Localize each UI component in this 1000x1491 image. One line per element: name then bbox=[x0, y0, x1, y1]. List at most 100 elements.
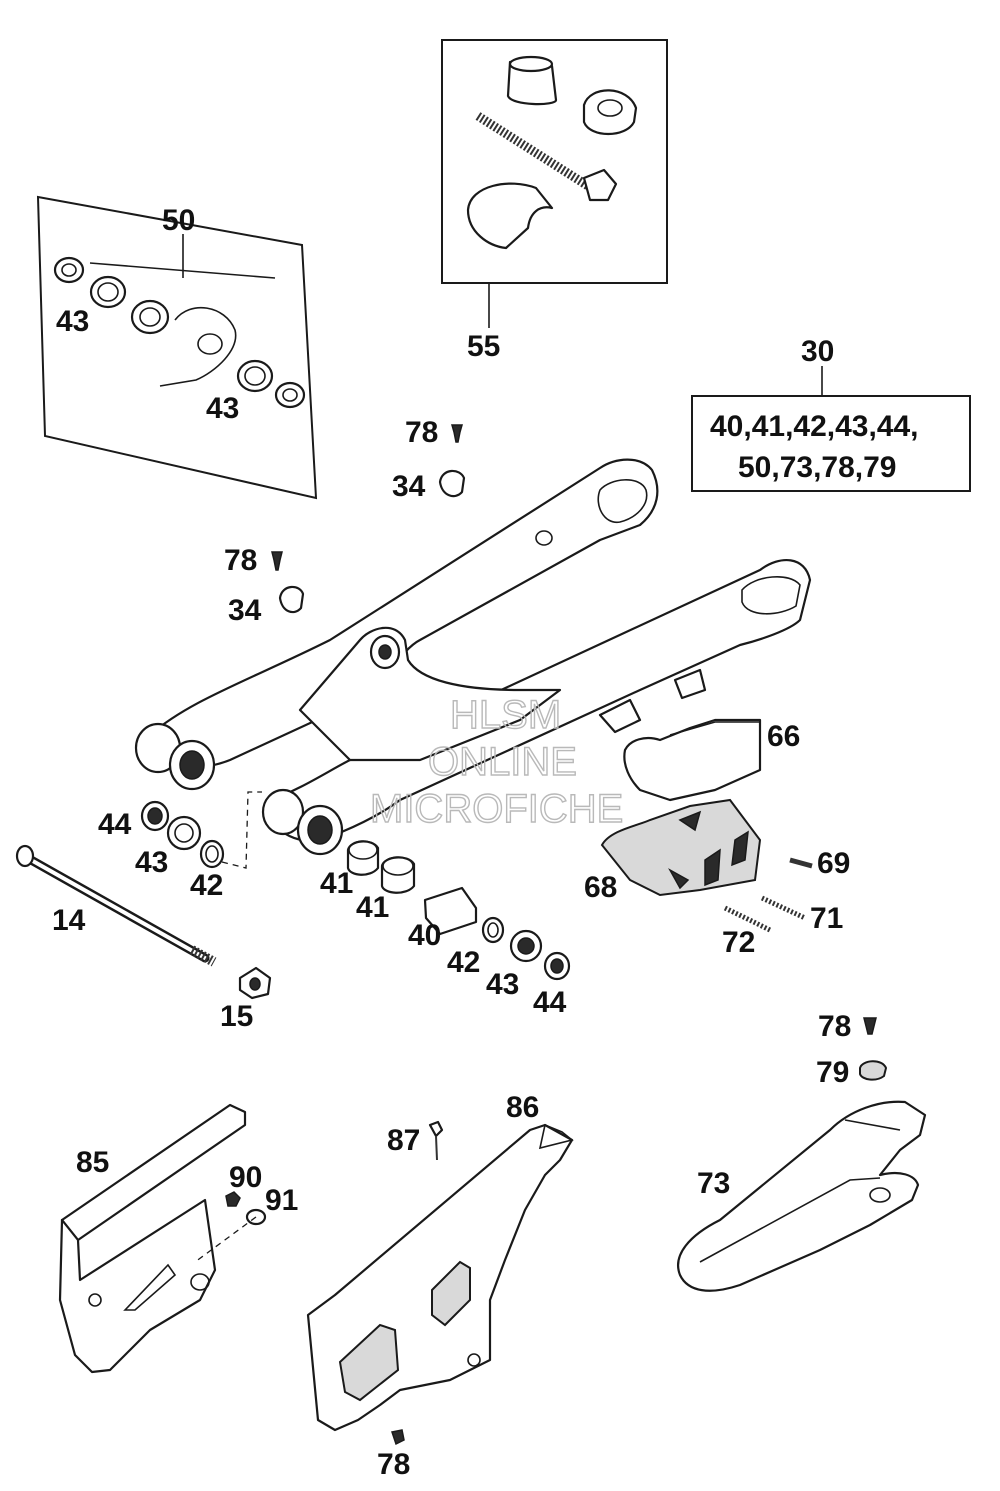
chain-slider-group: 78 79 73 bbox=[677, 1010, 927, 1292]
chain-guard-slot bbox=[123, 1263, 177, 1311]
label-71: 71 bbox=[810, 902, 843, 935]
guide-tab bbox=[673, 668, 707, 700]
bearing-part bbox=[236, 359, 274, 393]
rivet-87-pin bbox=[435, 1135, 438, 1161]
kit-50-group: 50 43 43 bbox=[36, 195, 318, 500]
axle-slot-right bbox=[741, 575, 801, 615]
kit-50-box bbox=[36, 195, 318, 500]
plate-cutout bbox=[704, 848, 721, 887]
chain-guard-hole bbox=[190, 1273, 210, 1291]
nut-15-bore bbox=[249, 977, 261, 991]
chain-guide-block bbox=[623, 718, 762, 802]
pivot-bore bbox=[197, 333, 223, 355]
bearing-43 bbox=[166, 815, 202, 851]
chain-guard-cutout bbox=[431, 1260, 471, 1327]
swingarm bbox=[134, 458, 812, 856]
pivot-bore-left bbox=[179, 750, 205, 780]
seal-44-bore bbox=[147, 807, 163, 825]
washer-42-bore bbox=[205, 845, 219, 863]
pivot-axle-group: 14 15 bbox=[15, 844, 272, 1033]
bolt-72 bbox=[723, 905, 772, 933]
swingarm-left-arm bbox=[148, 458, 659, 768]
label-15: 15 bbox=[220, 1000, 253, 1033]
chain-slider-groove bbox=[699, 1177, 881, 1263]
bolt-shank bbox=[475, 112, 591, 190]
seal-bore bbox=[61, 263, 77, 277]
sleeve-40 bbox=[423, 886, 478, 936]
label-43: 43 bbox=[206, 392, 239, 425]
label-44: 44 bbox=[98, 808, 132, 841]
kit-30-line-2: 50,73,78,79 bbox=[738, 451, 896, 484]
chain-guide-hole bbox=[535, 530, 553, 546]
washer-42 bbox=[199, 839, 225, 869]
pivot-bore-right bbox=[307, 815, 333, 845]
label-14: 14 bbox=[52, 904, 86, 937]
bushing-top bbox=[508, 55, 554, 73]
label-43: 43 bbox=[486, 968, 519, 1001]
watermark-line-3: MICROFICHE bbox=[370, 787, 623, 831]
bearing-part bbox=[130, 299, 170, 335]
needle-bearing-41-top bbox=[348, 840, 378, 860]
label-78: 78 bbox=[224, 544, 257, 577]
screw-icon bbox=[451, 424, 463, 443]
kit-55-group: 55 bbox=[441, 39, 668, 363]
label-69: 69 bbox=[817, 847, 850, 880]
kit-30-group: 30 40,41,42,43,44, 50,73,78,79 bbox=[691, 335, 971, 492]
rivet-87 bbox=[428, 1120, 444, 1138]
axle-head bbox=[15, 844, 35, 868]
plate-cutout bbox=[731, 830, 749, 867]
label-42: 42 bbox=[190, 869, 223, 902]
chain-guard-86-tab bbox=[538, 1123, 574, 1150]
pivot-parts-right: 41 41 40 42 43 44 bbox=[320, 840, 571, 1019]
screw-icon bbox=[391, 1429, 405, 1446]
axle-slot-left bbox=[597, 479, 648, 523]
label-91: 91 bbox=[265, 1184, 298, 1217]
alignment-line bbox=[221, 791, 262, 869]
label-34: 34 bbox=[392, 470, 426, 503]
label-79: 79 bbox=[816, 1056, 849, 1089]
nut-90 bbox=[225, 1191, 241, 1207]
chain-guard-hole bbox=[88, 1293, 102, 1307]
label-41: 41 bbox=[356, 891, 389, 924]
seal-part bbox=[274, 381, 306, 409]
clip-icon bbox=[438, 469, 466, 498]
label-85: 85 bbox=[76, 1146, 109, 1179]
label-42: 42 bbox=[447, 946, 480, 979]
kit-30-line-1: 40,41,42,43,44, bbox=[710, 410, 919, 443]
washer-79 bbox=[859, 1060, 888, 1081]
watermark: HLSM ONLINE MICROFICHE bbox=[369, 692, 624, 831]
bolt-71 bbox=[760, 895, 807, 921]
label-34: 34 bbox=[228, 594, 262, 627]
seal-44-bore bbox=[550, 958, 564, 974]
bearing-bore bbox=[139, 307, 161, 327]
screw-icon bbox=[271, 551, 283, 571]
pivot-tube-right bbox=[261, 788, 305, 836]
label-44: 44 bbox=[533, 986, 567, 1019]
kit-50-bracket bbox=[89, 262, 276, 279]
chain-guard-85 bbox=[58, 1198, 217, 1374]
chain-guard-cutout bbox=[338, 1323, 400, 1402]
label-72: 72 bbox=[722, 926, 755, 959]
plate-cutout bbox=[678, 810, 702, 832]
label-78: 78 bbox=[818, 1010, 851, 1043]
label-41: 41 bbox=[320, 867, 353, 900]
label-66: 66 bbox=[767, 720, 800, 753]
label-78: 78 bbox=[405, 416, 438, 449]
washer-42-bore bbox=[487, 922, 499, 938]
watermark-line-1: HLSM bbox=[450, 693, 561, 737]
label-50: 50 bbox=[162, 204, 195, 237]
label-30: 30 bbox=[801, 335, 834, 368]
kit-55-box bbox=[441, 39, 668, 284]
kit-30-box bbox=[691, 395, 971, 492]
fasteners-upper: 78 34 78 34 bbox=[224, 416, 466, 627]
label-55: 55 bbox=[467, 330, 500, 363]
swingarm-crossmember bbox=[298, 626, 562, 762]
label-68: 68 bbox=[584, 871, 617, 904]
watermark-line-2: ONLINE bbox=[428, 740, 577, 784]
axle-thread bbox=[189, 945, 217, 967]
clip-icon bbox=[278, 585, 305, 614]
bearing-43-bore bbox=[174, 823, 194, 843]
chain-guard-86-group: 86 87 78 bbox=[306, 1091, 574, 1481]
label-86: 86 bbox=[506, 1091, 539, 1124]
alignment-line bbox=[194, 1216, 257, 1263]
